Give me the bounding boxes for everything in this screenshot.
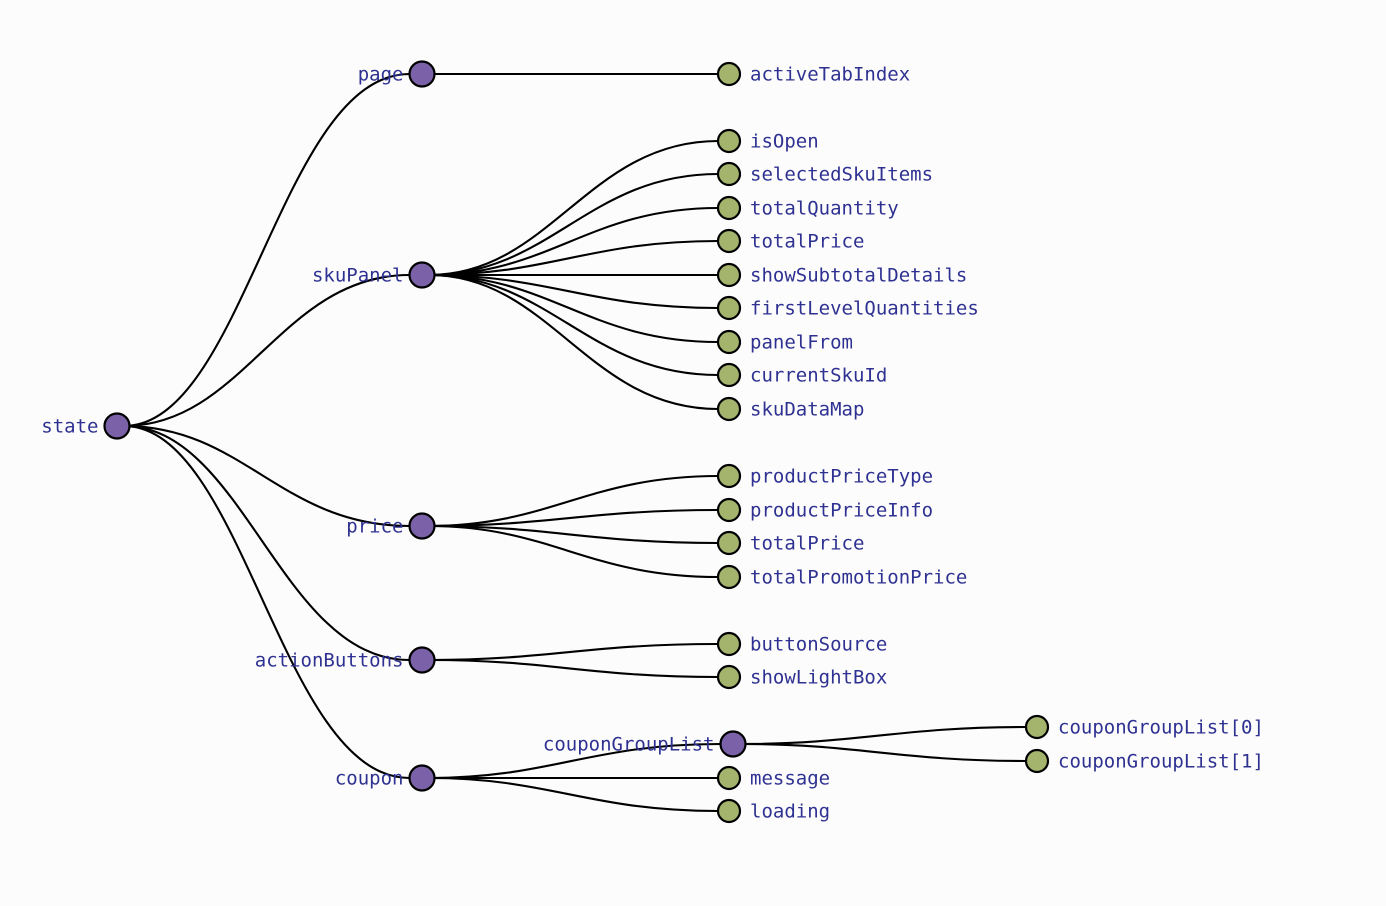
node-label-actionButtons: actionButtons <box>255 650 404 672</box>
node-label-showSubtotalDetails: showSubtotalDetails <box>750 265 967 287</box>
tree-edge <box>427 273 720 377</box>
tree-node-couponGroupList0[interactable] <box>1024 714 1050 740</box>
tree-node-firstLevelQuantities[interactable] <box>716 295 742 321</box>
node-label-productPriceInfo: productPriceInfo <box>750 500 933 522</box>
labels-layer: state page activeTabIndex skuPanel isOpen sel… <box>41 64 1264 823</box>
tree-edge <box>427 642 720 662</box>
tree-node-productPriceType[interactable] <box>716 463 742 489</box>
tree-edge <box>427 474 720 528</box>
tree-node-price_totalPrice[interactable] <box>716 530 742 556</box>
tree-node-actionButtons[interactable] <box>408 646 436 674</box>
tree-edge <box>427 206 720 277</box>
tree-node-loading[interactable] <box>716 798 742 824</box>
node-label-couponGroupList1: couponGroupList[1] <box>1058 751 1264 773</box>
tree-node-showLightBox[interactable] <box>716 664 742 690</box>
node-label-productPriceType: productPriceType <box>750 466 933 488</box>
tree-node-couponGroupList[interactable] <box>719 730 747 758</box>
node-label-activeTabIndex: activeTabIndex <box>750 64 910 86</box>
tree-node-activeTabIndex[interactable] <box>716 61 742 87</box>
tree-edge <box>122 424 411 780</box>
tree-node-skuPanel[interactable] <box>408 261 436 289</box>
tree-edge <box>427 239 720 277</box>
tree-node-totalPromotionPrice[interactable] <box>716 564 742 590</box>
node-label-selectedSkuItems: selectedSkuItems <box>750 164 933 186</box>
tree-node-buttonSource[interactable] <box>716 631 742 657</box>
node-label-couponGroupList0: couponGroupList[0] <box>1058 717 1264 739</box>
tree-edge <box>427 273 720 344</box>
node-label-loading: loading <box>750 801 830 823</box>
node-label-isOpen: isOpen <box>750 131 819 153</box>
tree-node-showSubtotalDetails[interactable] <box>716 262 742 288</box>
tree-edge <box>427 273 720 310</box>
tree-edge <box>122 72 411 428</box>
tree-edge <box>738 742 1028 763</box>
node-label-skuDataMap: skuDataMap <box>750 399 864 421</box>
node-label-skuPanel: skuPanel <box>312 265 404 287</box>
node-label-message: message <box>750 768 830 790</box>
node-label-state: state <box>41 416 98 438</box>
node-label-skuPanel_totalPrice: totalPrice <box>750 231 864 253</box>
tree-node-isOpen[interactable] <box>716 128 742 154</box>
tree-edge <box>122 424 411 662</box>
node-label-totalQuantity: totalQuantity <box>750 198 899 220</box>
tree-edge <box>427 172 720 277</box>
tree-edge <box>427 776 720 813</box>
edges-layer <box>122 72 1028 813</box>
tree-node-currentSkuId[interactable] <box>716 362 742 388</box>
tree-node-skuPanel_totalPrice[interactable] <box>716 228 742 254</box>
tree-node-page[interactable] <box>408 60 436 88</box>
node-label-currentSkuId: currentSkuId <box>750 365 887 387</box>
node-label-showLightBox: showLightBox <box>750 667 887 689</box>
tree-edge <box>427 658 720 679</box>
tree-node-state[interactable] <box>103 412 131 440</box>
tree-edge <box>122 424 411 528</box>
nodes-layer <box>103 60 1050 824</box>
node-label-coupon: coupon <box>335 768 404 790</box>
tree-node-couponGroupList1[interactable] <box>1024 748 1050 774</box>
tree-edge <box>738 725 1028 746</box>
node-label-couponGroupList: couponGroupList <box>543 734 715 756</box>
node-label-price: price <box>346 516 403 538</box>
tree-edge <box>427 273 720 411</box>
node-label-price_totalPrice: totalPrice <box>750 533 864 555</box>
tree-node-coupon[interactable] <box>408 764 436 792</box>
node-label-page: page <box>358 64 404 86</box>
tree-edge <box>427 742 722 780</box>
tree-node-panelFrom[interactable] <box>716 329 742 355</box>
tree-edge <box>427 139 720 277</box>
node-label-panelFrom: panelFrom <box>750 332 853 354</box>
tree-edge <box>427 508 720 528</box>
tree-edge <box>427 524 720 579</box>
tree-node-productPriceInfo[interactable] <box>716 497 742 523</box>
tree-node-price[interactable] <box>408 512 436 540</box>
tree-edge <box>122 273 411 428</box>
node-label-totalPromotionPrice: totalPromotionPrice <box>750 567 967 589</box>
node-label-buttonSource: buttonSource <box>750 634 887 656</box>
tree-edge <box>427 524 720 545</box>
tree-node-selectedSkuItems[interactable] <box>716 161 742 187</box>
tree-node-skuDataMap[interactable] <box>716 396 742 422</box>
tree-node-message[interactable] <box>716 765 742 791</box>
node-label-firstLevelQuantities: firstLevelQuantities <box>750 298 979 320</box>
tree-node-totalQuantity[interactable] <box>716 195 742 221</box>
